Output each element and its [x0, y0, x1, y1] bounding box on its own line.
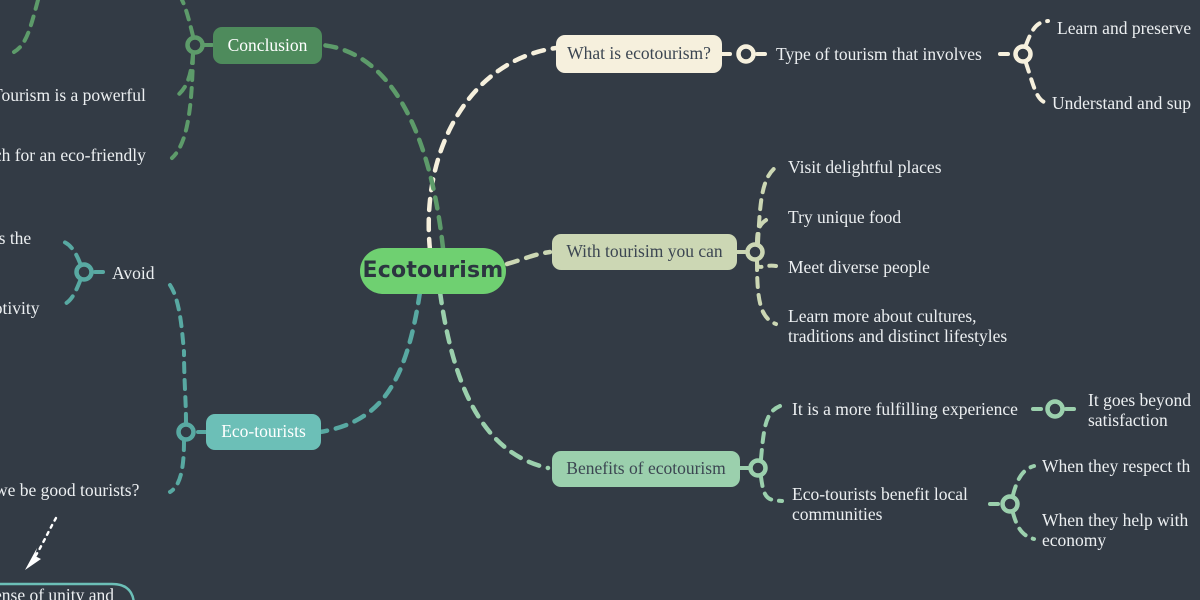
wire-central-to-conclusion	[319, 42, 446, 251]
dotted-arrow-head	[25, 548, 41, 570]
wire-to-respect	[1011, 464, 1036, 497]
node-benefits-of-ecotourism[interactable]: Benefits of ecotourism	[552, 451, 740, 487]
wire-to-help-economy	[1011, 511, 1036, 541]
central-node-label: Ecotourism	[362, 257, 504, 283]
connector-dot-type	[1013, 44, 1033, 64]
wire-to-try-food	[755, 215, 774, 245]
wire-avoid-to-tes-the	[56, 238, 82, 265]
leaf-try-unique-food: Try unique food	[788, 207, 902, 227]
connector-dot-benefits	[748, 458, 768, 478]
node-with-tourisim-you-can-label: With tourisim you can	[566, 241, 723, 262]
leaf-meet-diverse-people: Meet diverse people	[788, 257, 930, 277]
leaf-learn-and-preserve: Learn and preserve	[1057, 18, 1192, 38]
wire-to-visit-places	[756, 165, 778, 245]
leaf-understand-and-support: Understand and sup	[1052, 93, 1192, 113]
leaf-can-we-be-good-tourists: we be good tourists?	[0, 480, 140, 500]
wire-to-tourism-powerful	[176, 52, 195, 97]
connector-dot-conclusion	[185, 35, 205, 55]
leaf-when-they-respect: When they respect th	[1042, 456, 1191, 476]
leaf-type-of-tourism: Type of tourism that involves	[776, 44, 982, 64]
leaf-tes-the: tes the	[0, 228, 32, 248]
wire-type-to-understand	[1024, 61, 1046, 104]
connector-dot-eco-tourists	[176, 422, 196, 442]
wire-to-learn-cultures	[755, 259, 778, 326]
node-eco-tourists-label: Eco-tourists	[221, 421, 306, 442]
wire-avoid-link	[168, 283, 186, 354]
wire-central-to-with-tourisim	[504, 249, 553, 267]
wire-central-to-what-is	[426, 45, 559, 253]
node-benefits-of-ecotourism-label: Benefits of ecotourism	[566, 458, 726, 479]
wire-avoid-to-aptivity	[58, 279, 82, 308]
wire-type-to-learn	[1024, 19, 1050, 47]
wire-offscreen-top-left	[12, 0, 40, 54]
leaf-when-they-help-economy: When they help with economy	[1042, 510, 1189, 550]
node-what-is-ecotourism-label: What is ecotourism?	[567, 43, 711, 64]
leaf-eco-tourists-benefit-local: Eco-tourists benefit local communities	[792, 484, 968, 524]
wire-to-fulfilling	[759, 404, 782, 461]
connector-dot-fulfilling	[1045, 399, 1065, 419]
leaf-aptivity: aptivity	[0, 298, 40, 318]
leaf-visit-delightful-places: Visit delightful places	[788, 157, 942, 177]
wire-central-to-eco-tourists	[317, 289, 423, 435]
leaf-search-for-eco-friendly: rch for an eco-friendly	[0, 145, 146, 165]
connector-dot-what-is	[736, 44, 756, 64]
wire-conclusion-up	[180, 0, 195, 38]
leaf-learn-more-about-cultures: Learn more about cultures, traditions an…	[788, 306, 1008, 346]
wire-to-good-tourists	[168, 439, 186, 494]
leaf-tourism-is-a-powerful: Tourism is a powerful	[0, 85, 146, 105]
node-eco-tourists[interactable]: Eco-tourists	[206, 414, 321, 450]
node-what-is-ecotourism[interactable]: What is ecotourism?	[556, 35, 722, 73]
leaf-goes-beyond-satisfaction: It goes beyond satisfaction	[1088, 390, 1192, 430]
node-with-tourisim-you-can[interactable]: With tourisim you can	[552, 234, 737, 270]
connector-dot-avoid	[74, 262, 94, 282]
node-conclusion-label: Conclusion	[227, 34, 308, 55]
leaf-avoid: Avoid	[112, 263, 155, 283]
dotted-arrow-shaft	[31, 516, 58, 562]
leaf-bottom-card-text: ense of unity and	[0, 585, 115, 600]
wire-to-meet-people	[755, 259, 778, 269]
wire-eco-tourists-up	[182, 350, 188, 425]
leaf-more-fulfilling-experience: It is a more fulfilling experience	[792, 399, 1018, 419]
connector-dot-benefit-local	[1000, 494, 1020, 514]
central-node-ecotourism[interactable]: Ecotourism	[360, 248, 506, 294]
wire-to-eco-friendly	[170, 52, 195, 160]
wire-to-benefit-local	[759, 475, 784, 503]
connector-dot-with-tourisim	[745, 242, 765, 262]
wire-central-to-benefits	[437, 289, 551, 471]
node-conclusion[interactable]: Conclusion	[213, 27, 322, 64]
